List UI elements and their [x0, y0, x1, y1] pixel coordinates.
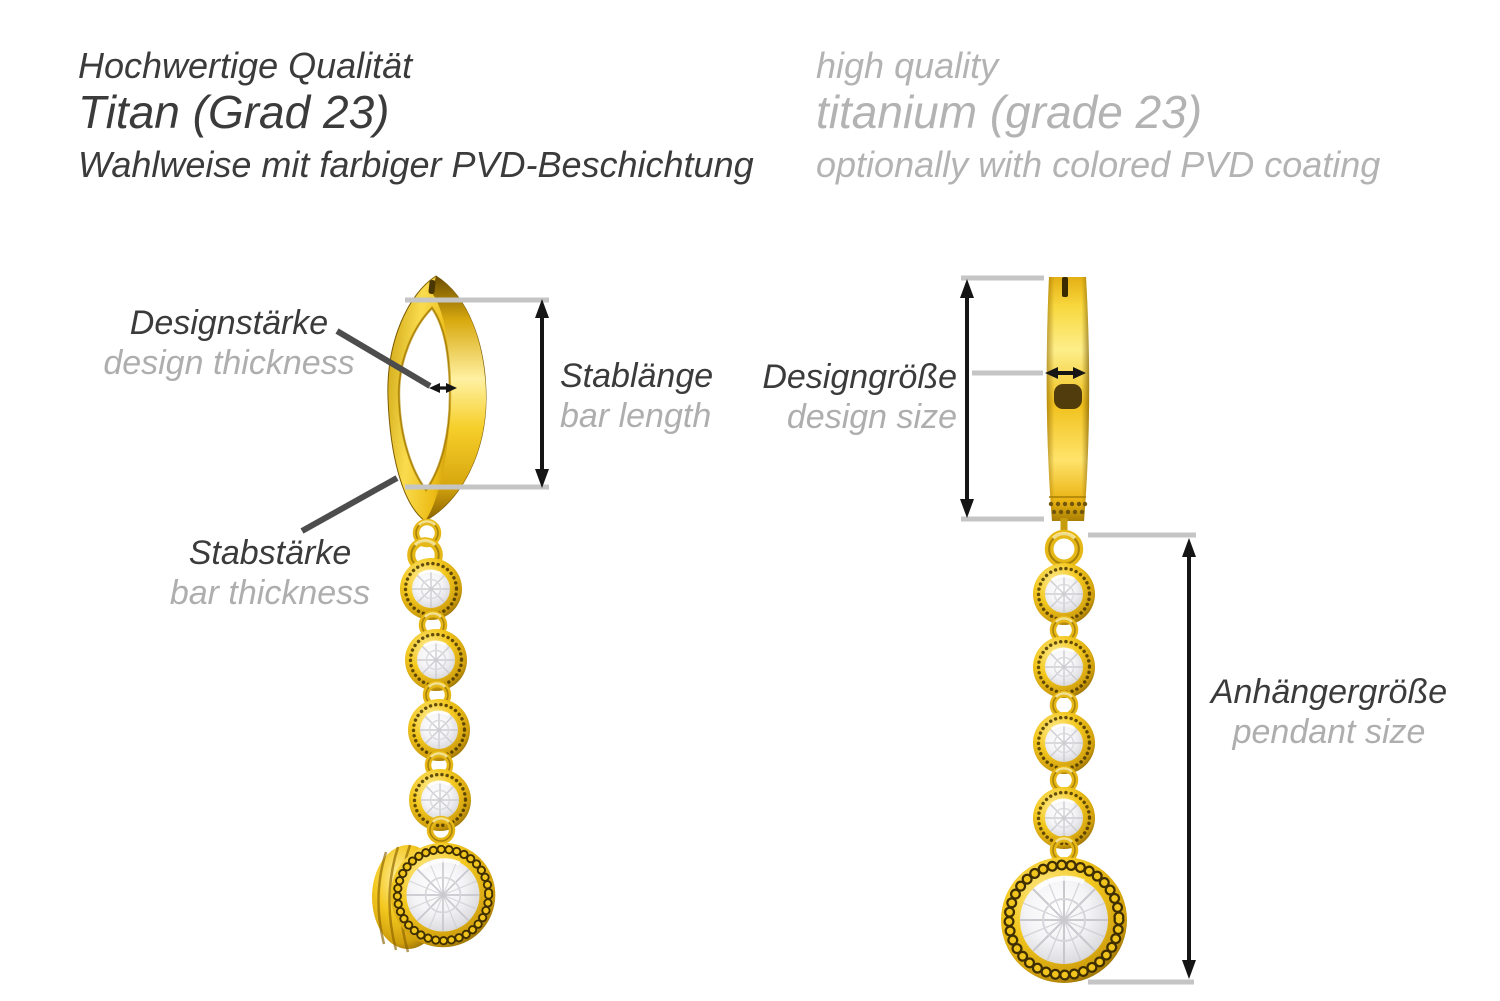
left-hoop-inner-edge [397, 306, 452, 493]
bar-length-arrow [535, 299, 549, 488]
german-coating-text: Wahlweise mit farbiger PVD-Beschichtung [78, 144, 754, 185]
bar-thickness-label-de: Stabstärke [188, 534, 352, 572]
design-thickness-pointer-line [335, 328, 432, 389]
design-size-label-en: design size [786, 398, 957, 436]
right-earring-figure [1001, 277, 1127, 983]
left-hoop-front-face [425, 276, 486, 521]
german-material-text: Titan (Grad 23) [78, 86, 390, 138]
large-crystal [391, 843, 496, 948]
pendant-pin [1060, 518, 1068, 532]
pendant-size-label-de: Anhängergröße [1210, 673, 1448, 711]
design-thickness-label-en: design thickness [103, 344, 355, 382]
german-quality-text: Hochwertige Qualität [78, 45, 413, 86]
large-crystal [1001, 857, 1127, 983]
small-crystal [1031, 710, 1097, 776]
right-hoop-hinge-slit [1062, 277, 1068, 297]
bar-thickness-label: Stabstärke bar thickness [90, 533, 450, 613]
pendant-size-label-en: pendant size [1232, 713, 1426, 751]
bar-length-label-en: bar length [560, 397, 712, 435]
right-hoop-milgrain [1048, 496, 1088, 515]
english-quality-text: high quality [816, 45, 999, 86]
bar-length-label: Stablänge bar length [560, 356, 713, 436]
design-thickness-label: Designstärke design thickness [49, 303, 409, 383]
pendant-size-label: Anhängergröße pendant size [1149, 672, 1500, 752]
left-earring-figure [372, 275, 496, 953]
english-coating-text: optionally with colored PVD coating [816, 144, 1381, 185]
design-size-label-de: Designgröße [762, 358, 957, 396]
small-crystal [1031, 561, 1097, 627]
reference-lines [405, 275, 1196, 985]
right-hoop-reflection [1054, 384, 1082, 409]
small-crystal [1031, 634, 1097, 700]
left-pendant [372, 522, 496, 953]
design-size-label: Designgröße design size [597, 357, 957, 437]
design-size-arrow [960, 279, 974, 518]
design-thickness-arrow [429, 383, 457, 393]
right-pendant [1001, 518, 1127, 983]
bar-thickness-label-en: bar thickness [169, 574, 371, 612]
bar-width-arrow [1045, 367, 1086, 379]
english-material-text: titanium (grade 23) [816, 86, 1203, 138]
bar-thickness-pointer-line [300, 475, 399, 534]
english-header: high quality titanium (grade 23) optiona… [816, 46, 1380, 185]
design-thickness-label-de: Designstärke [129, 304, 329, 342]
bar-length-label-de: Stablänge [560, 357, 714, 395]
pendant-size-arrow [1182, 538, 1196, 979]
jump-ring [1049, 534, 1079, 564]
german-header: Hochwertige Qualität Titan (Grad 23) Wah… [78, 46, 754, 185]
measurement-graphics [300, 275, 1196, 985]
left-hoop-hinge-slit [428, 279, 436, 295]
